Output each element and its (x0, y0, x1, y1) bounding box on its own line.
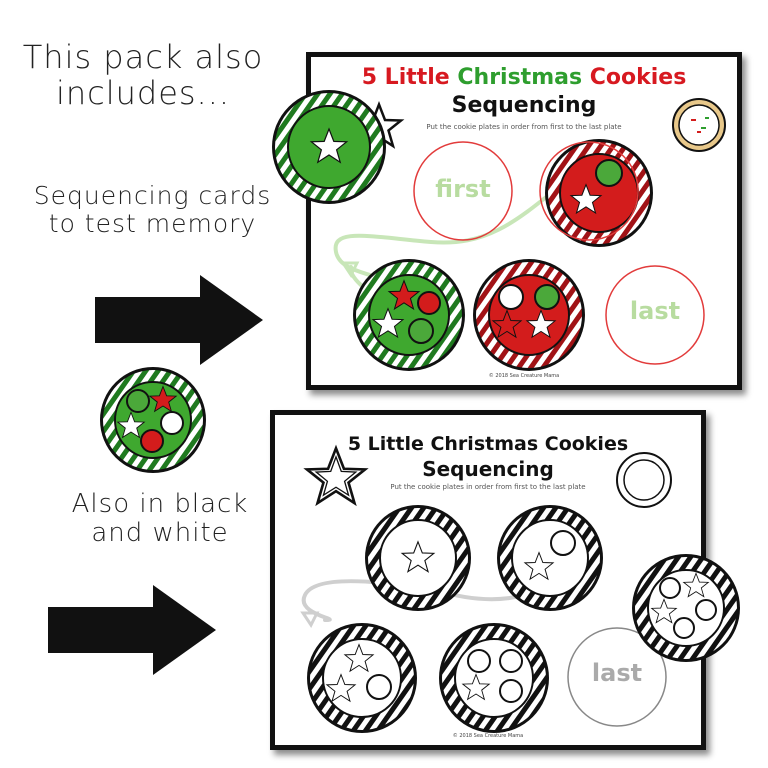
arrow-right-icon (48, 585, 216, 675)
bw-sequencing-card: 5 Little Christmas Cookies Sequencing Pu… (270, 410, 706, 750)
card-title: 5 Little Christmas Cookies (311, 65, 737, 90)
first-slot-circle (413, 141, 513, 241)
sequencing-line-1: Sequencing cards (33, 181, 272, 210)
bw-last-slot-circle (567, 627, 667, 727)
bw-cookie-plate-3 (307, 623, 417, 733)
bw-cookie-plate-4 (439, 623, 549, 733)
last-label: last (629, 297, 681, 325)
bw-last-label: last (591, 659, 643, 687)
cookie-plate-green-full (100, 367, 206, 473)
sequencing-line-2: to test memory (48, 209, 257, 238)
heading-text: This pack also includes... (18, 38, 268, 112)
cookie-plate-red (545, 139, 653, 247)
heading-line-2: includes... (55, 73, 231, 112)
card-instructions: Put the cookie plates in order from firs… (426, 123, 622, 131)
color-sequencing-card: 5 Little Christmas Cookies Sequencing Pu… (306, 52, 742, 390)
title-part-5-little: 5 Little (361, 65, 458, 90)
bw-line-1: Also in black (71, 489, 249, 519)
sequencing-text: Sequencing cards to test memory (20, 182, 285, 238)
second-slot-circle (539, 141, 639, 241)
cookie-plate-red-full (473, 259, 585, 371)
bw-card-instructions: Put the cookie plates in order from firs… (390, 483, 586, 491)
bw-star-cookie-icon (303, 444, 369, 507)
heading-line-1: This pack also (22, 38, 264, 76)
bw-card-title: 5 Little Christmas Cookies (347, 433, 629, 455)
cookie-plate-green (353, 259, 465, 371)
bw-copyright-text: © 2018 Sea Creature Mama (452, 733, 524, 739)
title-part-cookies: Cookies (589, 65, 687, 90)
cookie-plate-green-single (272, 90, 386, 204)
bw-cookie-plate-1 (365, 505, 471, 611)
title-part-christmas: Christmas (457, 65, 590, 90)
bw-card-subtitle-sequencing: Sequencing (422, 457, 554, 481)
bw-line-2: and white (91, 518, 229, 549)
card-subtitle-sequencing: Sequencing (451, 93, 597, 118)
bw-sugar-cookie-icon (616, 452, 672, 508)
copyright-text: © 2018 Sea Creature Mama (488, 373, 560, 379)
sugar-cookie-icon (672, 98, 726, 152)
black-white-text: Also in black and white (60, 489, 260, 549)
last-slot-circle (605, 265, 705, 365)
arrow-right-icon (95, 275, 263, 365)
first-label: first (435, 175, 491, 203)
bw-cookie-plate-full (632, 554, 740, 662)
bw-cookie-plate-2 (497, 505, 603, 611)
